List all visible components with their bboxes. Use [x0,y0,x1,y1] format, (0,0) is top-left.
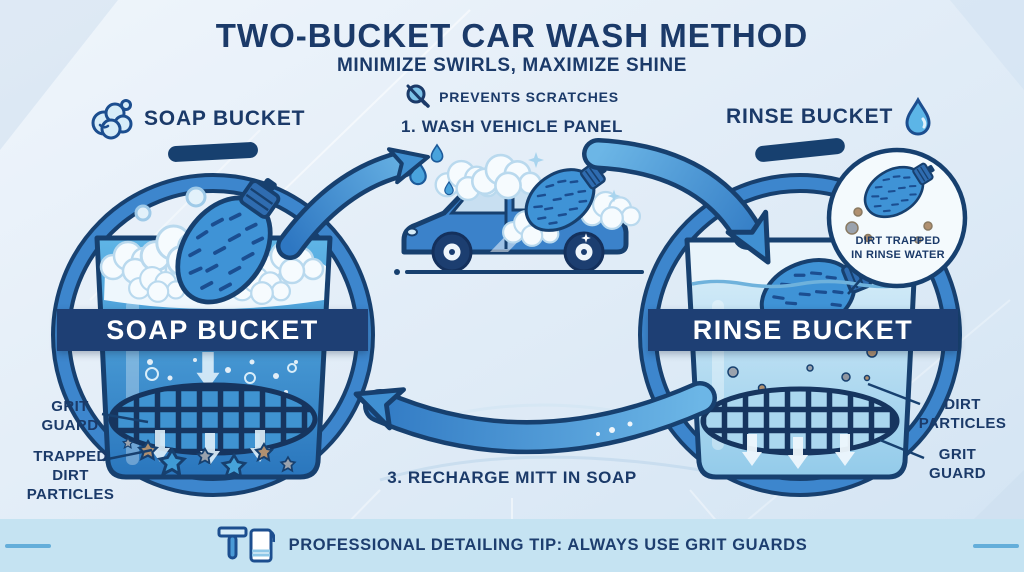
step-1-label: 1. WASH VEHICLE PANEL [401,117,623,136]
page-subtitle: MINIMIZE SWIRLS, MAXIMIZE SHINE [336,55,688,76]
no-scratch-magnifier-icon [406,84,430,108]
benefit-row: PREVENTS SCRATCHES [0,84,1024,110]
car-wheels [431,231,605,273]
step-3-label: 3. RECHARGE MITT IN SOAP [387,468,637,487]
soap-grit-guard-label: GRIT GUARD [41,398,99,434]
trapped-dirt-label: TRAPPED DIRT PARTICLES [26,448,115,503]
soap-heading-label: SOAP BUCKET [144,107,306,130]
dirt-inset-circle [826,147,968,289]
footer-tip-bar: PROFESSIONAL DETAILING TIP: ALWAYS USE G… [0,519,1024,572]
rinse-heading-label: RINSE BUCKET [726,105,894,128]
soap-bucket-banner: SOAP BUCKET [57,309,368,351]
rinse-grit-guard-label: GRIT GUARD [929,446,986,482]
water-drop-icon [905,97,931,136]
inset-dirt-specks [845,207,933,244]
dirt-particles-label: DIRT PARTICLES [918,396,1007,432]
inset-caption: DIRT TRAPPED IN RINSE WATER [851,235,945,262]
arrow-car-to-rinse [582,138,787,272]
soap-bucket-heading: SOAP BUCKET [88,97,305,141]
footer-right-dash [973,544,1019,548]
rinse-bucket-banner: RINSE BUCKET [648,309,958,351]
water-line [691,279,912,289]
footer-tip-text: PROFESSIONAL DETAILING TIP: ALWAYS USE G… [288,536,808,554]
benefit-label: PREVENTS SCRATCHES [439,89,619,105]
squeegee-towel-icon [217,526,275,562]
rinse-bucket-heading: RINSE BUCKET [726,97,933,137]
soap-bucket-illustration [94,158,333,480]
arrow-soap-to-car [276,138,435,260]
footer-left-dash [5,544,51,548]
page-title: TWO-BUCKET CAR WASH METHOD [215,17,809,54]
water-drops [409,144,454,196]
arrow-rinse-to-soap [349,375,717,455]
soap-suds-icon [91,99,133,140]
callout-lines [101,277,925,462]
